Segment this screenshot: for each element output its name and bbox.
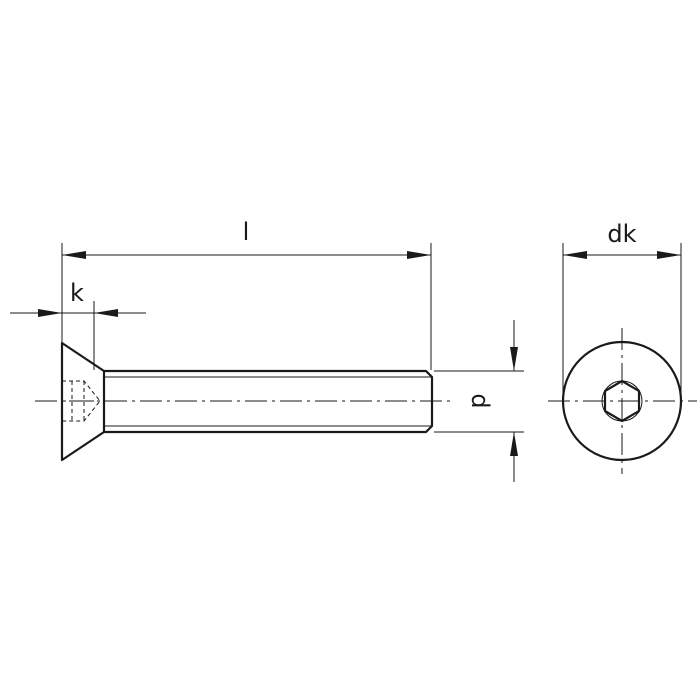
arrowhead-l-right — [407, 251, 431, 259]
length-label: l — [243, 218, 250, 246]
screw-end-view — [548, 328, 697, 474]
head-diameter-label: dk — [607, 220, 636, 248]
dimension-diameter: d — [434, 320, 524, 482]
diameter-label: d — [466, 393, 494, 408]
dimension-head-height: k — [10, 279, 146, 370]
dimension-length: l — [61, 218, 432, 370]
screw-side-view — [35, 341, 452, 462]
arrowhead-k-right — [94, 309, 118, 317]
arrowhead-dk-right — [657, 251, 681, 259]
arrowhead-d-bottom — [510, 432, 518, 456]
arrowhead-l-left — [62, 251, 86, 259]
head-height-label: k — [70, 279, 84, 307]
arrowhead-dk-left — [563, 251, 587, 259]
arrowhead-d-top — [510, 347, 518, 371]
arrowhead-k-left — [38, 309, 62, 317]
dimension-head-diameter: dk — [562, 220, 682, 396]
